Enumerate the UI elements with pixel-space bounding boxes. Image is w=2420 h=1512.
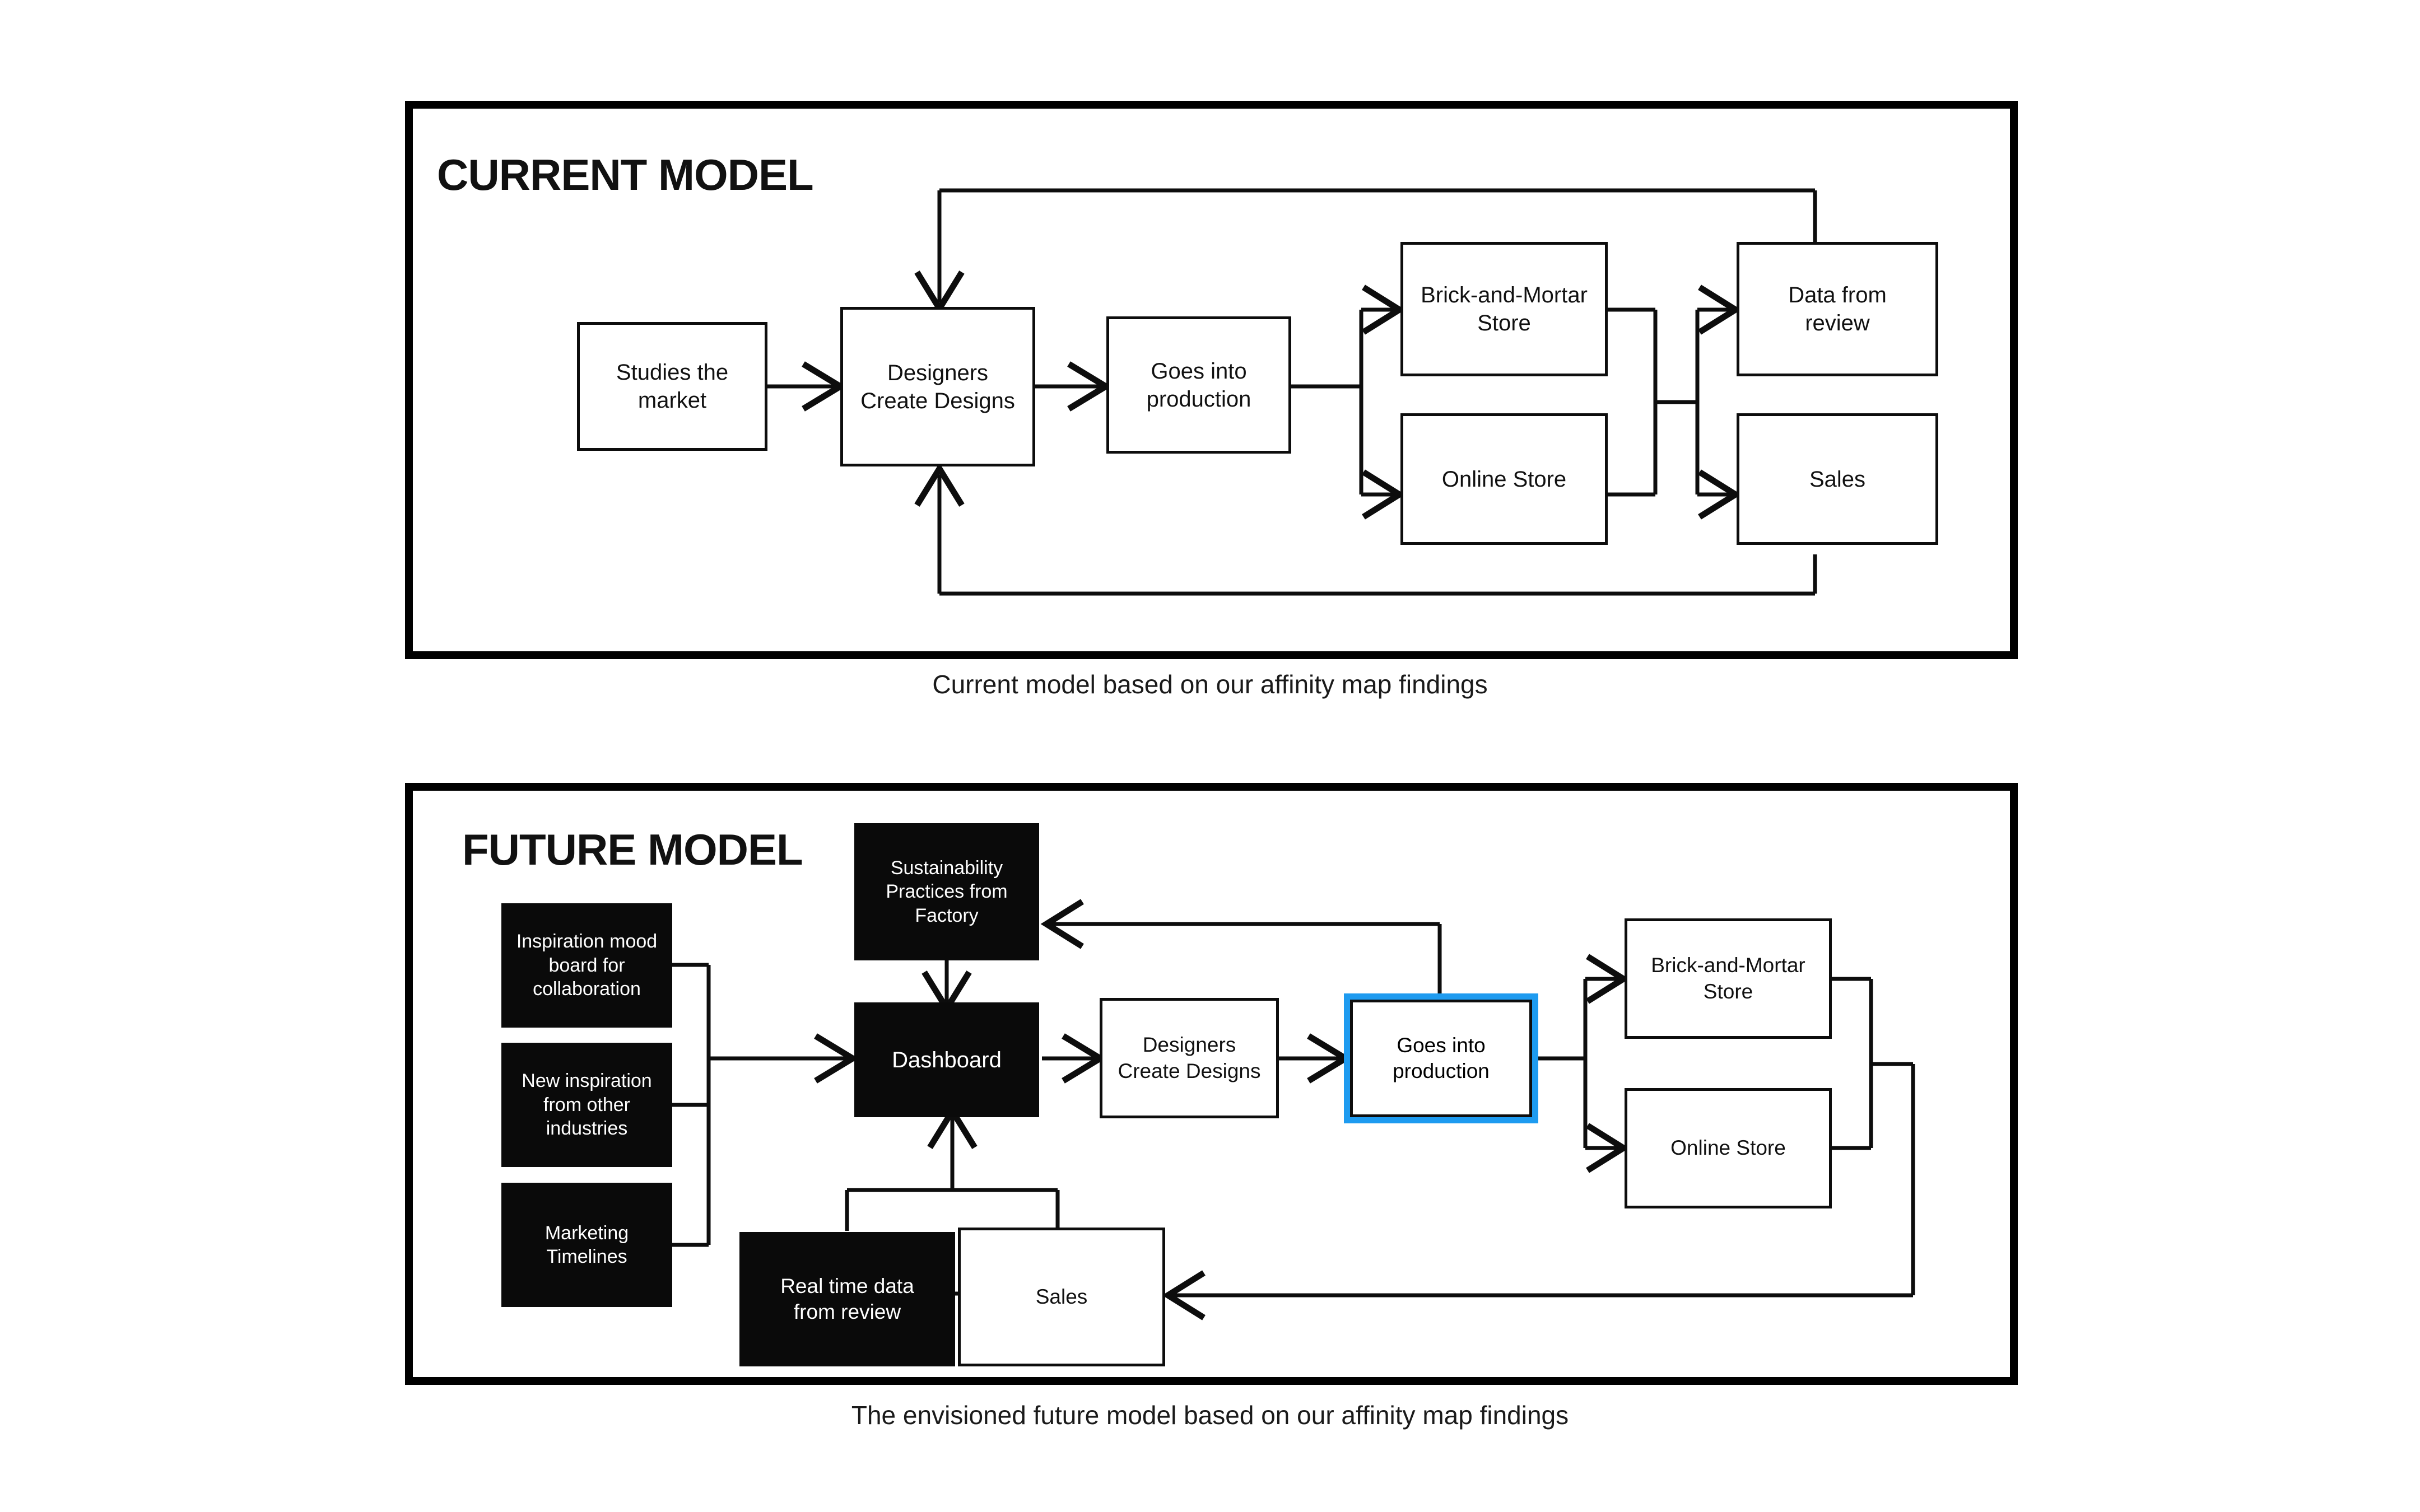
node-label: Sales [1035, 1285, 1088, 1308]
future-model-caption: The envisioned future model based on our… [851, 1401, 1569, 1430]
node-label: Online Store [1670, 1136, 1786, 1160]
node-sales-future[interactable]: Sales [958, 1228, 1165, 1366]
node-label: Sales [1809, 466, 1866, 492]
node-online-store-future[interactable]: Online Store [1625, 1088, 1832, 1208]
node-dashboard[interactable]: Dashboard [854, 1002, 1039, 1117]
current-model-title: CURRENT MODEL [437, 150, 814, 199]
node-label: Dashboard [892, 1047, 1002, 1072]
node-online-store[interactable]: Online Store [1400, 413, 1608, 545]
node-label: Online Store [1441, 466, 1567, 492]
node-sales[interactable]: Sales [1737, 413, 1938, 545]
future-model-title: FUTURE MODEL [462, 825, 803, 874]
current-model-caption: Current model based on our affinity map … [932, 670, 1488, 699]
